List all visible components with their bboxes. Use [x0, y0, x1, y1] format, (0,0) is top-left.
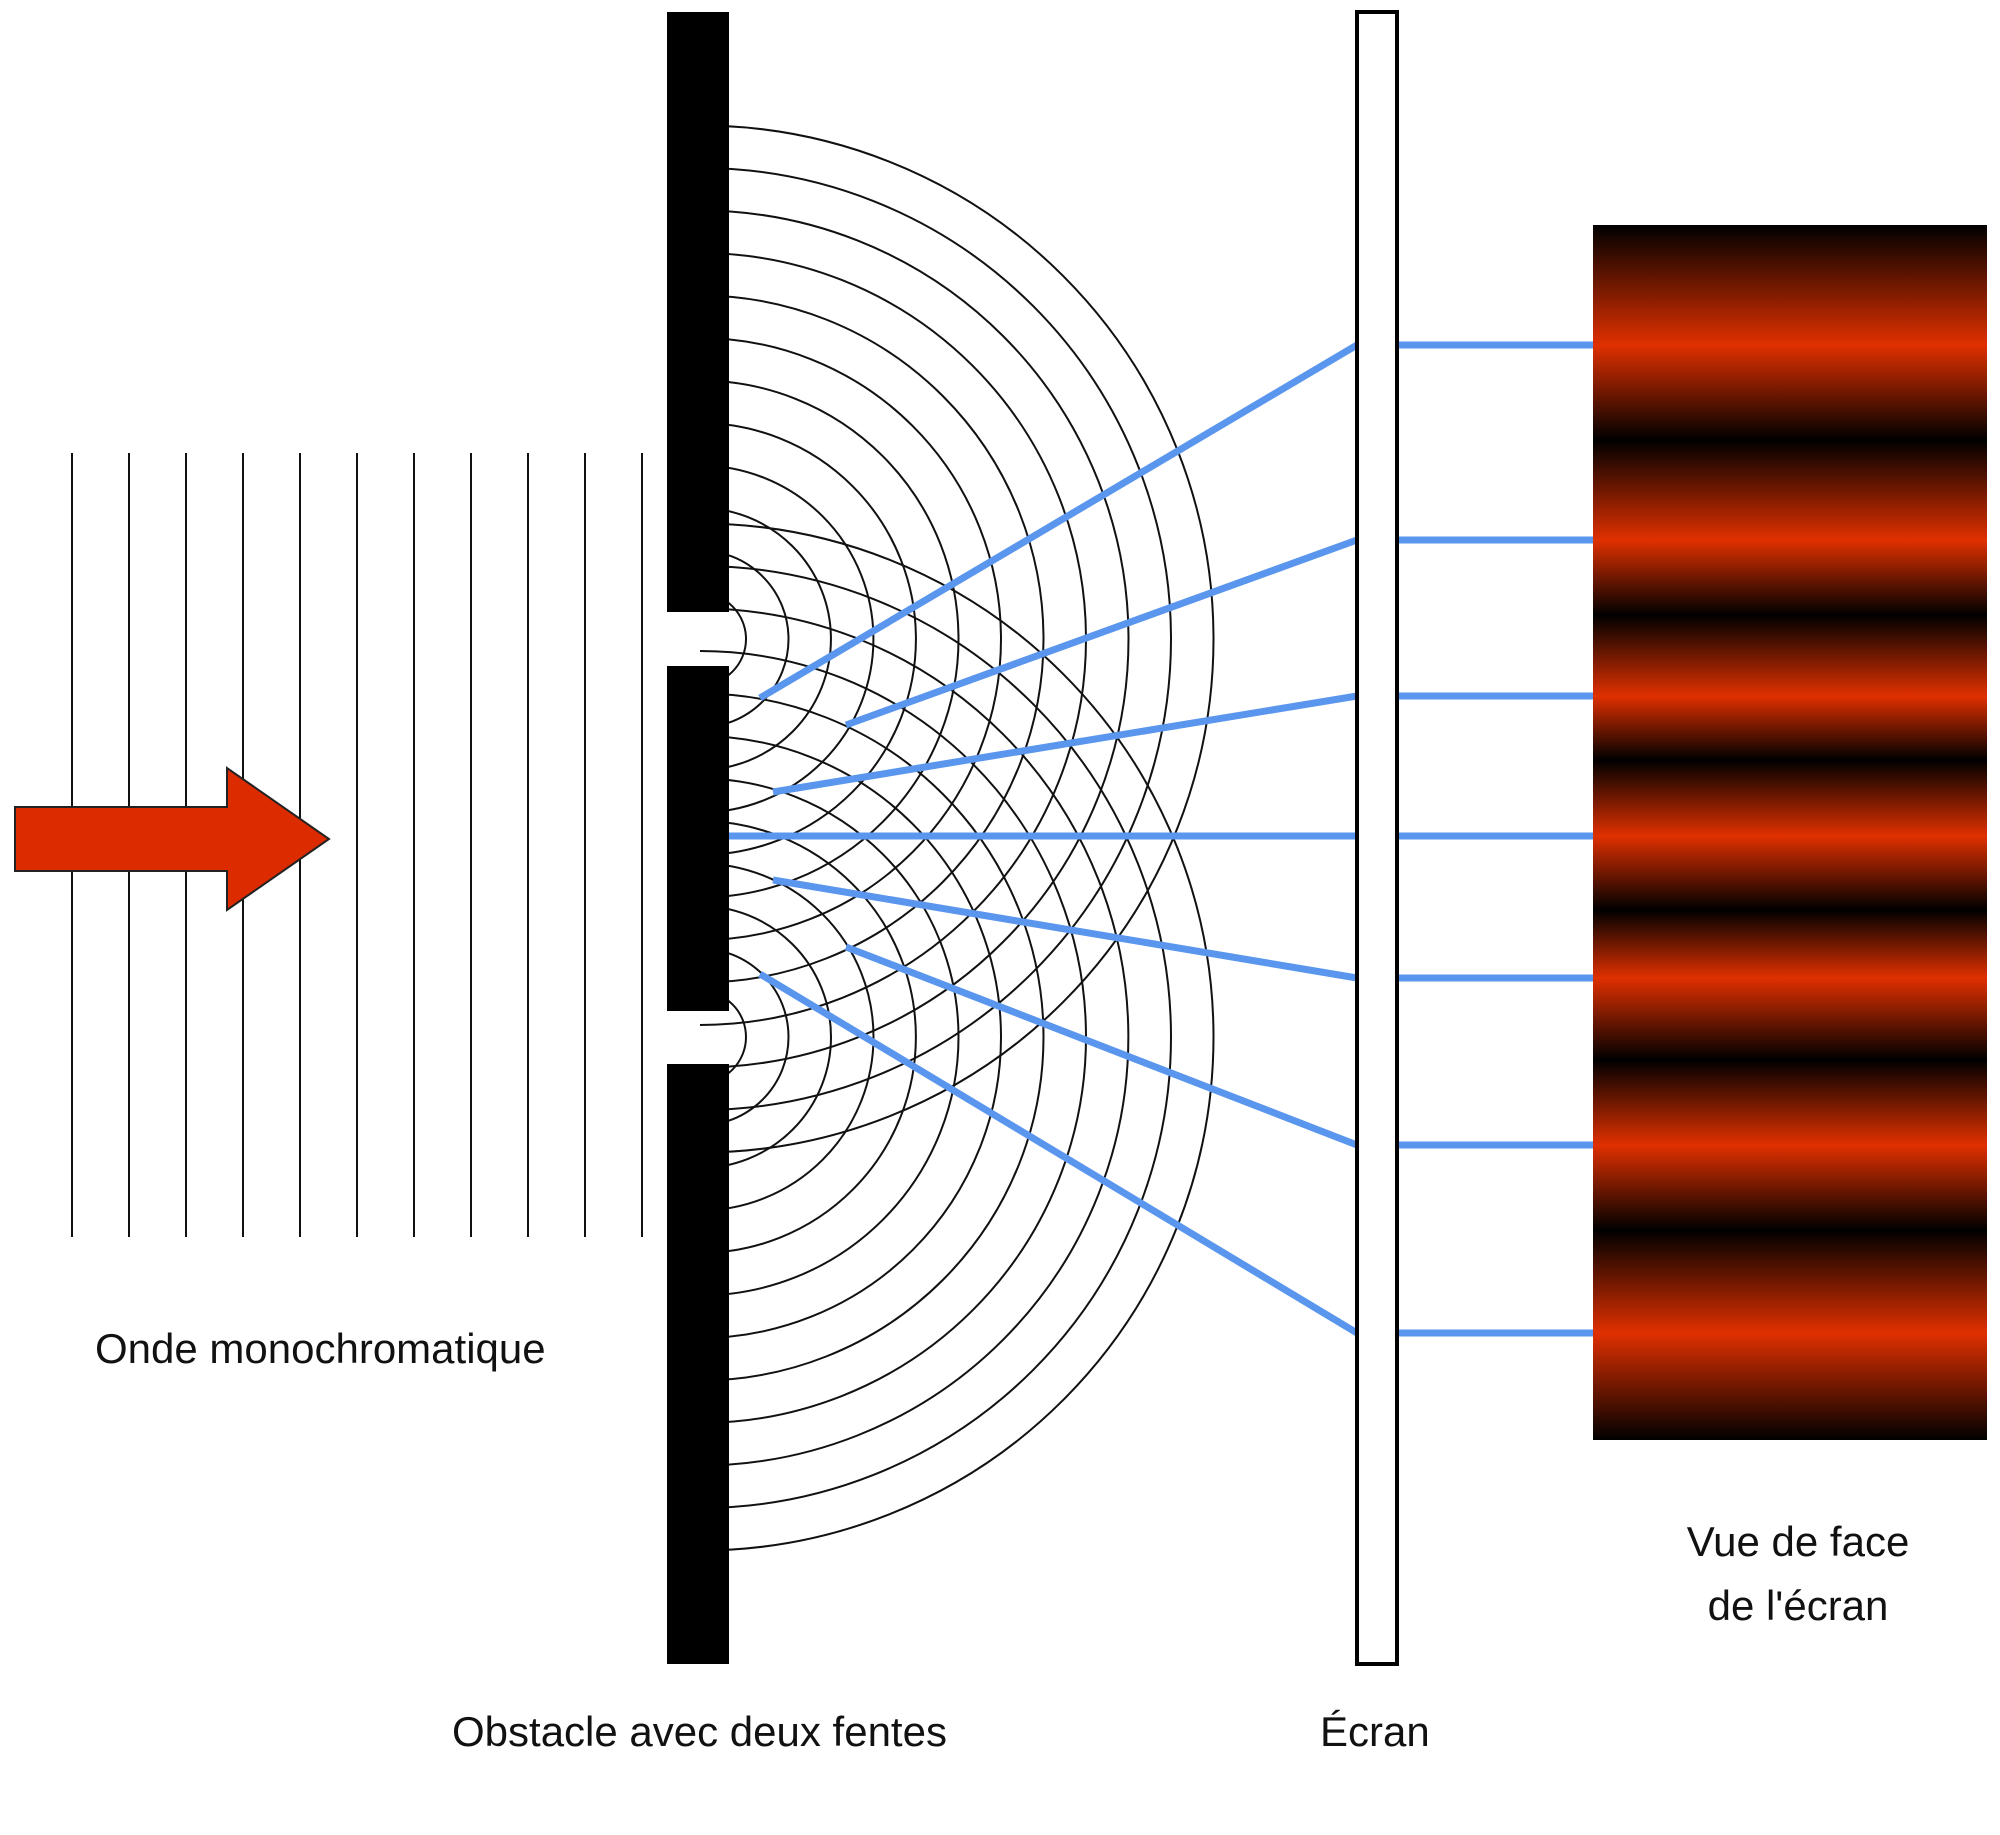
- circular-wavefront-arc: [699, 124, 1215, 1154]
- circular-wavefront-arc: [699, 379, 960, 899]
- obstacle-top-segment: [667, 12, 729, 612]
- wave-label: Onde monochromatique: [95, 1325, 546, 1372]
- circular-wavefront-arc: [699, 692, 1045, 1382]
- screen-side-view: [1355, 10, 1399, 1666]
- circular-wavefront-arc: [699, 252, 1087, 1026]
- circular-wavefront-arc: [699, 507, 832, 771]
- circular-wavefront-arc: [699, 777, 960, 1297]
- obstacle-middle-segment: [667, 666, 729, 1011]
- circular-wavefront-arc: [699, 650, 1087, 1424]
- circular-wavefront-arc: [699, 607, 1130, 1467]
- circular-wavefront-arc: [699, 905, 832, 1169]
- front-view-label-line2: de l'écran: [1708, 1582, 1889, 1629]
- circular-wavefront-arc: [699, 820, 917, 1254]
- screen-label: Écran: [1320, 1708, 1430, 1755]
- circular-wavefront-arc: [699, 209, 1130, 1069]
- screen-front-view-fringes: [1593, 225, 1987, 1440]
- circular-wavefront-arc: [699, 337, 1002, 941]
- obstacle-label: Obstacle avec deux fentes: [452, 1708, 947, 1755]
- circular-wavefront-arc: [699, 294, 1045, 984]
- front-view-label-line1: Vue de face: [1687, 1518, 1910, 1565]
- circular-wavefront-arc: [699, 565, 1172, 1509]
- circular-wavefront-arc: [699, 947, 790, 1127]
- double-slit-obstacle: [667, 12, 729, 1664]
- obstacle-bottom-segment: [667, 1064, 729, 1664]
- circular-wavefront-arc: [699, 422, 917, 856]
- circular-wavefront-arc: [699, 549, 790, 729]
- circular-wavefront-arc: [699, 167, 1172, 1111]
- circular-wavefront-arc: [699, 735, 1002, 1339]
- right-arrow-icon: [14, 766, 331, 912]
- interference-ray: [758, 971, 1593, 1337]
- interference-ray: [758, 341, 1593, 702]
- circular-wavefront-arc: [699, 522, 1215, 1552]
